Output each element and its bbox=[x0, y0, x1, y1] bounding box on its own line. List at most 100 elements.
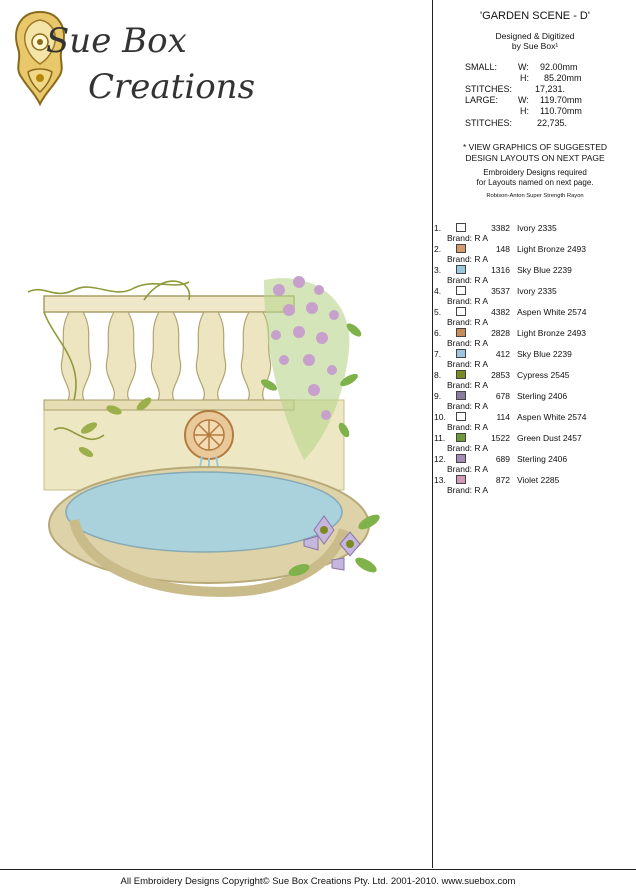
logo-wordmark: Sue Box Creations bbox=[38, 24, 255, 104]
ornament-emblem bbox=[15, 10, 65, 107]
color-name: Sterling 2406 bbox=[517, 454, 568, 464]
notice-line3: Embroidery Designs required bbox=[483, 168, 587, 177]
color-row: 5. 4382 Aspen White 2574 Brand: R A bbox=[434, 307, 634, 328]
color-number: 8. bbox=[434, 370, 442, 380]
color-row: 10. 114 Aspen White 2574 Brand: R A bbox=[434, 412, 634, 433]
large-height: 110.70mm bbox=[540, 106, 582, 116]
color-row: 4. 3537 Ivory 2335 Brand: R A bbox=[434, 286, 634, 307]
small-stitches-label: STITCHES: bbox=[465, 84, 513, 94]
color-code: 689 bbox=[495, 454, 510, 464]
color-number: 6. bbox=[434, 328, 442, 338]
small-width: 92.00mm bbox=[540, 62, 578, 72]
color-number: 5. bbox=[434, 307, 442, 317]
color-swatch bbox=[456, 244, 466, 253]
color-name: Aspen White 2574 bbox=[517, 307, 587, 317]
color-name: Sterling 2406 bbox=[517, 391, 568, 401]
color-code: 148 bbox=[495, 244, 510, 254]
designed-line1: Designed & Digitized bbox=[495, 31, 575, 41]
large-stitches-label: STITCHES: bbox=[465, 118, 513, 128]
color-name: Cypress 2545 bbox=[517, 370, 570, 380]
color-brand: Brand: R A bbox=[447, 338, 489, 348]
notice-line2: DESIGN LAYOUTS ON NEXT PAGE bbox=[465, 152, 605, 163]
color-row: 13. 872 Violet 2285 Brand: R A bbox=[434, 475, 634, 496]
color-brand: Brand: R A bbox=[447, 443, 489, 453]
color-number: 9. bbox=[434, 391, 442, 401]
layout-notice: * VIEW GRAPHICS OF SUGGESTED DESIGN LAYO… bbox=[434, 142, 636, 163]
small-w-label: W: bbox=[518, 62, 529, 72]
color-swatch bbox=[456, 349, 466, 358]
color-number: 10. bbox=[434, 412, 446, 422]
color-number: 4. bbox=[434, 286, 442, 296]
color-brand: Brand: R A bbox=[447, 359, 489, 369]
color-row: 2. 148 Light Bronze 2493 Brand: R A bbox=[434, 244, 634, 265]
color-row: 1. 3382 Ivory 2335 Brand: R A bbox=[434, 223, 634, 244]
color-swatch bbox=[456, 433, 466, 442]
color-code: 872 bbox=[495, 475, 510, 485]
color-code: 4382 bbox=[491, 307, 510, 317]
color-name: Violet 2285 bbox=[517, 475, 560, 485]
large-h-label: H: bbox=[520, 106, 529, 116]
designed-line2: by Sue Box¹ bbox=[511, 41, 559, 51]
color-number: 1. bbox=[434, 223, 442, 233]
large-w-label: W: bbox=[518, 95, 529, 105]
color-brand: Brand: R A bbox=[447, 380, 489, 390]
color-code: 114 bbox=[496, 412, 510, 422]
color-name: Ivory 2335 bbox=[517, 223, 557, 233]
footer-divider bbox=[0, 869, 636, 870]
thread-brand-note: Robison-Anton Super Strength Rayon bbox=[486, 193, 584, 199]
color-swatch bbox=[456, 265, 466, 274]
color-number: 11. bbox=[434, 433, 446, 443]
color-brand: Brand: R A bbox=[447, 296, 489, 306]
color-brand: Brand: R A bbox=[447, 275, 489, 285]
color-code: 1522 bbox=[491, 433, 510, 443]
color-brand: Brand: R A bbox=[447, 464, 489, 474]
color-name: Sky Blue 2239 bbox=[517, 349, 572, 359]
design-title: 'GARDEN SCENE - D' bbox=[480, 10, 590, 22]
color-row: 12. 689 Sterling 2406 Brand: R A bbox=[434, 454, 634, 475]
color-number: 7. bbox=[434, 349, 442, 359]
large-width: 119.70mm bbox=[540, 95, 582, 105]
color-swatch bbox=[456, 286, 466, 295]
color-number: 2. bbox=[434, 244, 442, 254]
color-code: 3537 bbox=[491, 286, 510, 296]
small-h-label: H: bbox=[520, 73, 529, 83]
color-brand: Brand: R A bbox=[447, 422, 489, 432]
color-swatch bbox=[456, 391, 466, 400]
color-row: 11. 1522 Green Dust 2457 Brand: R A bbox=[434, 433, 634, 454]
color-name: Light Bronze 2493 bbox=[517, 244, 586, 254]
designer-credit: Designed & Digitized by Sue Box¹ bbox=[434, 31, 636, 51]
color-code: 412 bbox=[495, 349, 510, 359]
color-brand: Brand: R A bbox=[447, 485, 489, 495]
large-label: LARGE: bbox=[465, 95, 499, 105]
color-brand: Brand: R A bbox=[447, 254, 489, 264]
brand-logo: Sue Box Creations bbox=[10, 8, 270, 113]
logo-line1: Sue Box bbox=[46, 21, 187, 61]
color-number: 3. bbox=[434, 265, 442, 275]
color-swatch bbox=[456, 475, 466, 484]
color-name: Green Dust 2457 bbox=[517, 433, 582, 443]
color-row: 7. 412 Sky Blue 2239 Brand: R A bbox=[434, 349, 634, 370]
color-brand: Brand: R A bbox=[447, 401, 489, 411]
color-row: 6. 2828 Light Bronze 2493 Brand: R A bbox=[434, 328, 634, 349]
logo-line2: Creations bbox=[88, 67, 256, 107]
color-brand: Brand: R A bbox=[447, 317, 489, 327]
color-name: Sky Blue 2239 bbox=[517, 265, 572, 275]
color-swatch bbox=[456, 328, 466, 337]
copyright-footer: All Embroidery Designs Copyright© Sue Bo… bbox=[120, 876, 516, 887]
color-code: 1316 bbox=[491, 265, 510, 275]
small-height: 85.20mm bbox=[544, 73, 582, 83]
color-code: 2828 bbox=[491, 328, 510, 338]
color-swatch bbox=[456, 307, 466, 316]
notice-line4: for Layouts named on next page. bbox=[476, 178, 594, 187]
color-row: 3. 1316 Sky Blue 2239 Brand: R A bbox=[434, 265, 634, 286]
color-swatch bbox=[456, 454, 466, 463]
color-swatch bbox=[456, 370, 466, 379]
color-name: Ivory 2335 bbox=[517, 286, 557, 296]
embroidery-design-preview bbox=[27, 276, 380, 597]
color-number: 13. bbox=[434, 475, 446, 485]
small-stitches: 17,231. bbox=[535, 84, 566, 94]
panel-divider bbox=[432, 0, 433, 868]
color-swatch bbox=[456, 223, 466, 232]
large-stitches: 22,735. bbox=[537, 118, 568, 128]
notice-line1: * VIEW GRAPHICS OF SUGGESTED bbox=[462, 142, 608, 152]
